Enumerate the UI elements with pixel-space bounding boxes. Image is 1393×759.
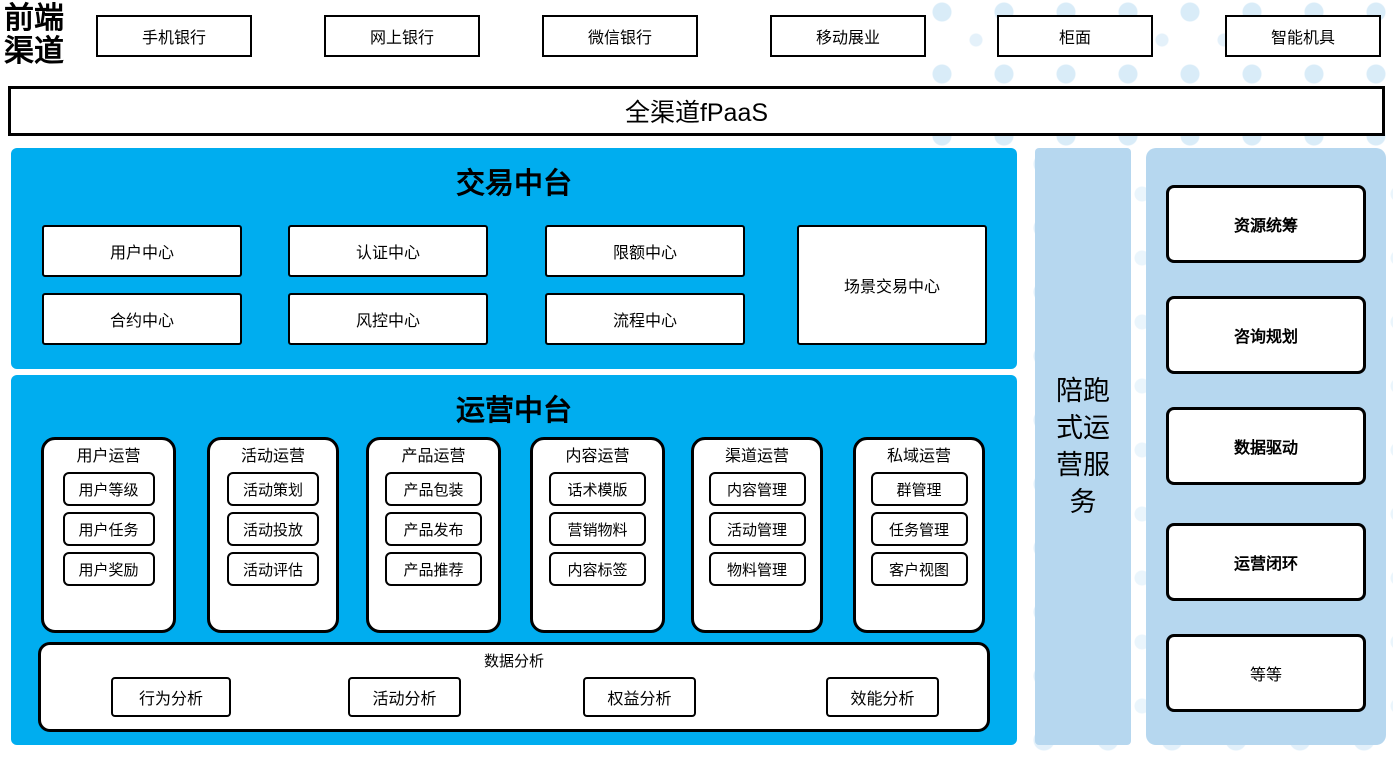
ops-item[interactable]: 活动评估: [227, 552, 319, 586]
channel-label-text: 网上银行: [369, 30, 434, 47]
channel-box-smart-machine[interactable]: 智能机具: [1225, 15, 1381, 57]
data-analysis-title: 数据分析: [483, 653, 544, 670]
service-card-consulting-planning[interactable]: 咨询规划: [1166, 296, 1366, 374]
channel-label-text: 手机银行: [141, 30, 206, 47]
ops-item[interactable]: 活动策划: [227, 472, 319, 506]
trade-platform-title-text: 交易中台: [455, 168, 572, 200]
service-card-label: 运营闭环: [1233, 556, 1298, 573]
data-analysis-item-efficiency[interactable]: 效能分析: [826, 677, 939, 717]
trade-box-limit-center[interactable]: 限额中心: [545, 225, 745, 277]
data-analysis-item-rights[interactable]: 权益分析: [583, 677, 696, 717]
channel-box-wechat-bank[interactable]: 微信银行: [542, 15, 698, 57]
ops-column-product[interactable]: 产品运营 产品包装 产品发布 产品推荐: [366, 437, 501, 633]
channel-label-text: 柜面: [1058, 30, 1091, 47]
service-card-label: 数据驱动: [1233, 440, 1298, 457]
accompany-service-label: 陪跑 式运 营服 务: [1056, 375, 1110, 517]
ops-column-title: 内容运营: [565, 448, 630, 465]
accompany-service-column: 陪跑 式运 营服 务: [1035, 148, 1131, 745]
ops-item[interactable]: 活动投放: [227, 512, 319, 546]
ops-column-channel[interactable]: 渠道运营 内容管理 活动管理 物料管理: [691, 437, 823, 633]
ops-column-title: 产品运营: [401, 448, 466, 465]
ops-item[interactable]: 内容管理: [708, 472, 806, 506]
ops-item[interactable]: 客户视图: [870, 552, 968, 586]
channel-box-online-bank[interactable]: 网上银行: [324, 15, 480, 57]
service-card-label: 等等: [1249, 667, 1282, 684]
ops-item[interactable]: 营销物料: [549, 512, 646, 546]
trade-box-label: 认证中心: [355, 245, 420, 262]
fpaas-bar[interactable]: 全渠道fPaaS: [8, 86, 1385, 136]
ops-item[interactable]: 用户奖励: [62, 552, 155, 586]
trade-box-label: 用户中心: [109, 245, 174, 262]
fpaas-bar-label: 全渠道fPaaS: [624, 99, 769, 127]
ops-item[interactable]: 物料管理: [708, 552, 806, 586]
trade-box-auth-center[interactable]: 认证中心: [288, 225, 488, 277]
ops-item[interactable]: 产品发布: [385, 512, 482, 546]
ops-item[interactable]: 活动管理: [708, 512, 806, 546]
service-card-resource-coordination[interactable]: 资源统筹: [1166, 185, 1366, 263]
service-card-label: 资源统筹: [1233, 218, 1298, 235]
ops-item[interactable]: 内容标签: [549, 552, 646, 586]
trade-box-label: 限额中心: [612, 245, 677, 262]
ops-platform-title-text: 运营中台: [455, 395, 572, 427]
channel-label-text: 微信银行: [587, 30, 652, 47]
service-card-etc[interactable]: 等等: [1166, 634, 1366, 712]
trade-box-label: 场景交易中心: [843, 279, 940, 296]
ops-column-user[interactable]: 用户运营 用户等级 用户任务 用户奖励: [41, 437, 176, 633]
ops-column-content[interactable]: 内容运营 话术模版 营销物料 内容标签: [530, 437, 665, 633]
ops-column-title: 私域运营: [886, 448, 951, 465]
channel-box-counter[interactable]: 柜面: [997, 15, 1153, 57]
data-analysis-strip: 数据分析 行为分析 活动分析 权益分析 效能分析: [38, 642, 990, 732]
ops-item[interactable]: 用户任务: [62, 512, 155, 546]
channel-box-mobile-bank[interactable]: 手机银行: [96, 15, 252, 57]
channel-box-mobile-business[interactable]: 移动展业: [770, 15, 926, 57]
ops-column-title: 用户运营: [76, 448, 141, 465]
data-analysis-item-behavior[interactable]: 行为分析: [111, 677, 231, 717]
trade-box-risk-center[interactable]: 风控中心: [288, 293, 488, 345]
ops-item[interactable]: 产品推荐: [385, 552, 482, 586]
ops-column-private-domain[interactable]: 私域运营 群管理 任务管理 客户视图: [853, 437, 985, 633]
channel-label-text: 移动展业: [815, 30, 880, 47]
ops-item[interactable]: 任务管理: [870, 512, 968, 546]
trade-box-label: 流程中心: [612, 313, 677, 330]
trade-box-user-center[interactable]: 用户中心: [42, 225, 242, 277]
service-card-ops-closed-loop[interactable]: 运营闭环: [1166, 523, 1366, 601]
ops-column-title: 渠道运营: [724, 448, 789, 465]
trade-platform-title: 交易中台: [11, 160, 1017, 202]
ops-item[interactable]: 用户等级: [62, 472, 155, 506]
trade-box-contract-center[interactable]: 合约中心: [42, 293, 242, 345]
ops-column-title: 活动运营: [240, 448, 305, 465]
channel-label-text: 智能机具: [1270, 30, 1335, 47]
ops-item[interactable]: 产品包装: [385, 472, 482, 506]
trade-box-process-center[interactable]: 流程中心: [545, 293, 745, 345]
ops-platform-title: 运营中台: [11, 387, 1017, 429]
frontend-channel-label: 前端 渠道: [4, 2, 64, 68]
trade-box-label: 风控中心: [355, 313, 420, 330]
data-analysis-item-activity[interactable]: 活动分析: [348, 677, 461, 717]
trade-box-scene-trade-center[interactable]: 场景交易中心: [797, 225, 987, 345]
service-card-label: 咨询规划: [1233, 329, 1298, 346]
trade-box-label: 合约中心: [109, 313, 174, 330]
ops-item[interactable]: 话术模版: [549, 472, 646, 506]
ops-item[interactable]: 群管理: [870, 472, 968, 506]
ops-column-activity[interactable]: 活动运营 活动策划 活动投放 活动评估: [207, 437, 339, 633]
service-card-data-driven[interactable]: 数据驱动: [1166, 407, 1366, 485]
